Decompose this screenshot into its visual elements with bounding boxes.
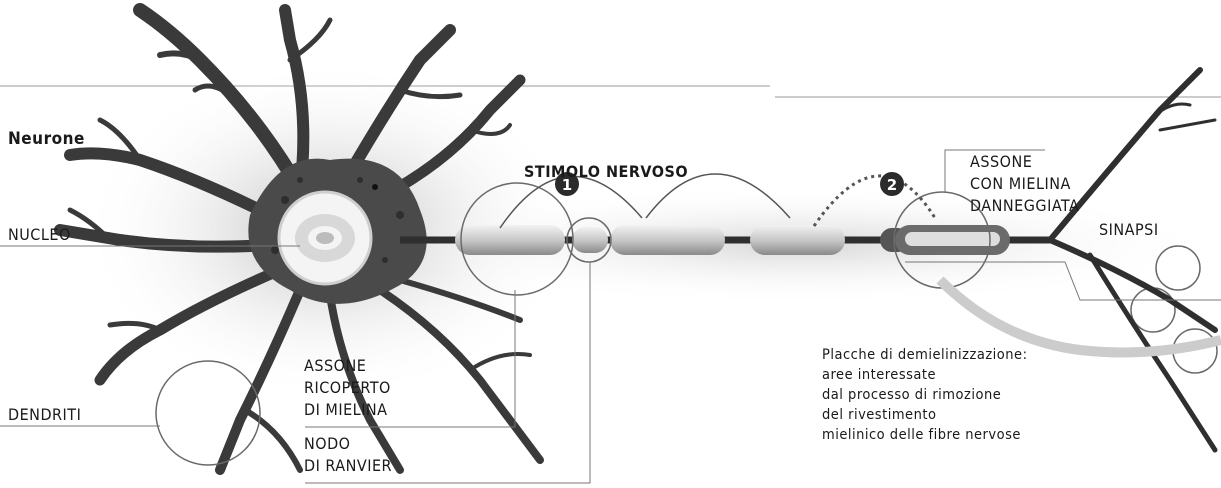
- label-stimolo-nervoso: STIMOLO NERVOSO: [524, 161, 688, 183]
- label-nucleo: NUCLEO: [8, 224, 71, 246]
- nucleus: [279, 192, 371, 284]
- label-neurone: Neurone: [8, 128, 85, 150]
- label-sinapsi: SINAPSI: [1099, 219, 1159, 241]
- step-marker-2-text: 2: [887, 176, 897, 194]
- label-assone-danneggiata: ASSONE CON MIELINA DANNEGGIATA: [970, 151, 1079, 217]
- label-dendriti: DENDRITI: [8, 404, 81, 426]
- label-placche: Placche di demielinizzazione: aree inter…: [822, 345, 1027, 445]
- label-assone-mielina: ASSONE RICOPERTO DI MIELINA: [304, 355, 391, 421]
- step-marker-2: 2: [880, 172, 904, 196]
- label-nodo-ranvier: NODO DI RANVIER: [304, 433, 392, 477]
